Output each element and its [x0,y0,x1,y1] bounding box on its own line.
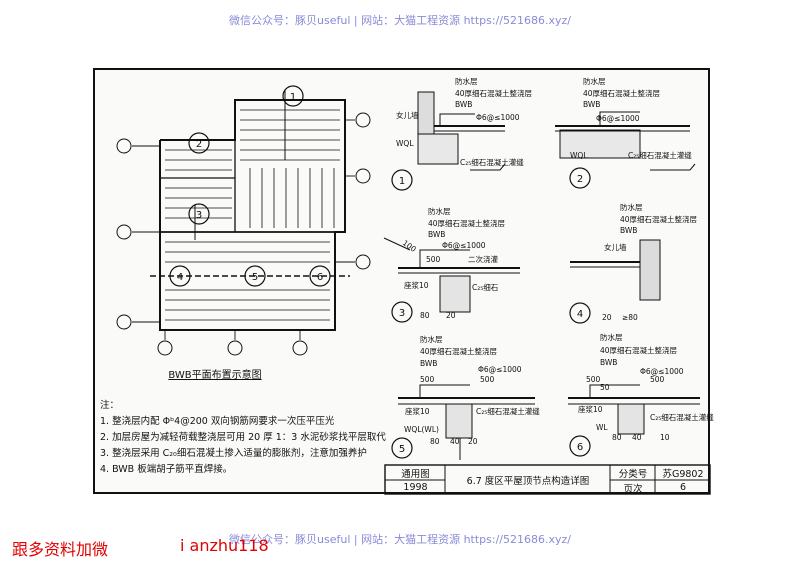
detail-3-rebar: Φ6@≤1000 [442,241,486,250]
detail-6-dim-40: 40 [632,433,642,442]
watermark-top: 微信公众号：豚贝useful | 网站：大猫工程资源 https://52168… [229,14,571,27]
note-item-1: 1. 整浇层内配 Φᵇ4@200 双向钢筋网要求一次压平压光 [100,416,335,427]
detail-6-layer-3: BWB [600,358,617,367]
detail-4-layer-2: 40厚细石混凝土整浇层 [620,214,698,224]
footer-contact-id: i anzhu118 [180,536,269,555]
detail-2-fill: C₂₅细石混凝土灌缝 [628,150,692,160]
detail-1-layer-2: 40厚细石混凝土整浇层 [455,88,533,98]
notes-heading: 注： [100,400,120,411]
detail-6-dim-10: 10 [660,433,670,442]
detail-4-dim-20: 20 [602,313,612,322]
detail-6-beam: WL [596,423,608,432]
detail-5-fill: C₂₅细石混凝土灌缝 [476,406,540,416]
detail-6-layer-1: 防水层 [600,332,623,342]
detail-3-note-pour: 二次浇灌 [468,254,498,264]
detail-5-layer-1: 防水层 [420,334,443,344]
detail-6-seat: 座浆10 [578,404,603,414]
detail-5-dim-40: 40 [450,437,460,446]
detail-6-fill: C₂₅细石混凝土灌缝 [650,412,714,422]
plan-callout-3: 3 [196,210,202,221]
plan-callout-5: 5 [252,272,258,283]
detail-6-dim-50: 50 [600,383,610,392]
watermark-bottom: 微信公众号：豚贝useful | 网站：大猫工程资源 https://52168… [229,533,571,546]
detail-2-number: 2 [577,174,583,185]
detail-3-layer-3: BWB [428,230,445,239]
detail-2-layer-2: 40厚细石混凝土整浇层 [583,88,661,98]
detail-1-fill: C₂₅细石混凝土灌缝 [460,157,524,167]
title-block-page-label: 页次 [623,483,643,495]
note-item-2: 2. 加层房屋为减轻荷载整浇层可用 20 厚 1：3 水泥砂浆找平层取代 [100,432,386,443]
note-item-4: 4. BWB 板端胡子筋平直焊接。 [100,464,233,475]
notes-block: 注： 1. 整浇层内配 Φᵇ4@200 双向钢筋网要求一次压平压光 2. 加层房… [100,398,386,478]
detail-5-dim-20: 20 [468,437,478,446]
note-item-3: 3. 整浇层采用 C₂₀细石混凝土掺入适量的膨胀剂，注意加强养护 [100,448,367,459]
plan-outline [159,99,346,331]
detail-5-seat: 座浆10 [405,406,430,416]
detail-5-beam: WQL(WL) [404,425,439,434]
detail-5-number: 5 [399,444,405,455]
detail-4-wall: 女儿墙 [604,242,627,252]
title-block-year: 1998 [403,482,428,493]
detail-1-rebar: Φ6@≤1000 [476,113,520,122]
detail-2-layer-3: BWB [583,100,600,109]
detail-3-note-fill: C₂₅细石 [472,282,499,292]
detail-1-number: 1 [399,176,405,187]
detail-6-dim-500b: 500 [650,375,665,384]
detail-6-dim-500a: 500 [586,375,601,384]
detail-3-layer-1: 防水层 [428,206,451,216]
detail-5-dim-80: 80 [430,437,440,446]
detail-6-rebar: Φ6@≤1000 [640,367,684,376]
detail-6-layer-2: 40厚细石混凝土整浇层 [600,345,678,355]
title-block-title: 6.7 度区平屋顶节点构造详图 [466,476,590,487]
detail-2-beam: WQL [570,151,588,160]
plan-callout-2: 2 [196,139,202,150]
plan-callout-1: 1 [290,92,296,103]
title-block-cat-label: 分类号 [618,469,648,480]
detail-5-layer-2: 40厚细石混凝土整浇层 [420,346,498,356]
detail-4-number: 4 [577,309,583,320]
detail-5-rebar: Φ6@≤1000 [478,365,522,374]
title-block-category: 通用图 [401,469,430,480]
footer-contact-text: 跟多资料加微 [12,540,109,559]
plan-title: BWB平面布置示意图 [168,368,261,381]
bwb-plan [116,85,371,356]
title-block-page-value: 6 [679,482,687,493]
detail-3-dim-500: 500 [426,255,441,264]
axis-bubbles [116,112,371,356]
detail-1-layer-1: 防水层 [455,76,478,86]
detail-4-layer-3: BWB [620,226,637,235]
detail-2-layer-1: 防水层 [583,76,606,86]
detail-4-dim-80: ≥80 [622,313,638,322]
detail-drawings [383,91,700,460]
detail-1-layer-3: BWB [455,100,472,109]
detail-3-number: 3 [399,308,405,319]
detail-3-note-seat: 座浆10 [404,280,429,290]
detail-5-dim-500a: 500 [420,375,435,384]
detail-callouts [169,85,331,287]
detail-6-dim-80: 80 [612,433,622,442]
plan-callout-4: 4 [177,272,183,283]
detail-3-dim-80: 80 [420,311,430,320]
detail-3-layer-2: 40厚细石混凝土整浇层 [428,218,506,228]
detail-4-layer-1: 防水层 [620,202,643,212]
detail-6-number: 6 [577,442,583,453]
detail-3-dim-100: 100 [401,238,418,254]
detail-5-layer-3: BWB [420,359,437,368]
title-block-grid [384,464,711,495]
detail-5-dim-500b: 500 [480,375,495,384]
plan-callout-6: 6 [317,272,323,283]
detail-1-wall: 女儿墙 [396,110,419,120]
detail-3-dim-20: 20 [446,311,456,320]
detail-1-beam: WQL [396,139,414,148]
title-block-cat-value: 苏G9802 [662,469,704,480]
detail-2-rebar: Φ6@≤1000 [596,114,640,123]
